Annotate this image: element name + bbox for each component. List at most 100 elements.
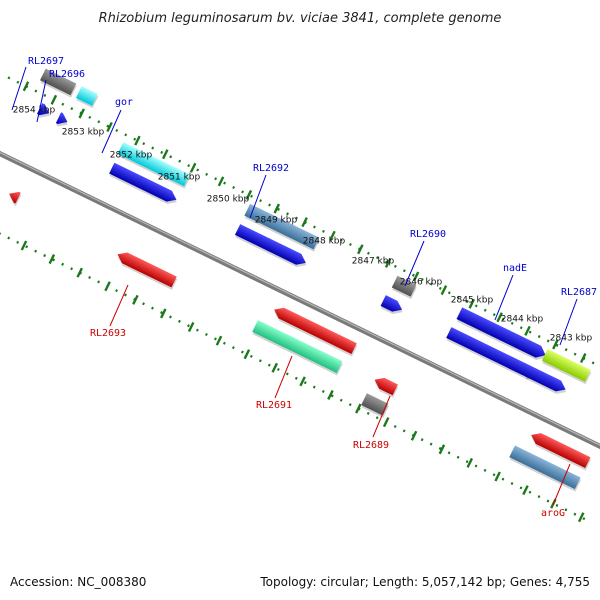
kbp-label: 2845 kbp — [451, 296, 494, 306]
tick-mark — [20, 240, 28, 251]
leader-line — [372, 395, 391, 438]
tick-mark — [162, 149, 169, 160]
leader-line — [494, 274, 514, 321]
tick-mark — [245, 189, 253, 200]
gene-RL2690[interactable] — [391, 275, 417, 297]
gene-RL2690-track[interactable] — [380, 295, 405, 315]
gene-RL2687[interactable] — [541, 348, 591, 382]
tick-mark — [189, 162, 197, 173]
tick-mark — [48, 254, 56, 265]
kbp-label: 2851 kbp — [158, 173, 201, 183]
major-ticks — [20, 81, 587, 523]
gene-RL2693[interactable] — [115, 249, 177, 288]
tick-mark — [382, 417, 390, 428]
tick-mark — [271, 362, 278, 373]
tick-mark — [552, 339, 559, 350]
genome-backbone — [0, 139, 600, 461]
gene-RL2697[interactable] — [40, 68, 77, 96]
tick-mark — [577, 512, 585, 523]
gene-nadE-track[interactable] — [446, 327, 538, 380]
leader-line — [11, 66, 27, 111]
gene-nadE[interactable] — [456, 307, 548, 361]
gene-RL2689[interactable] — [361, 393, 389, 416]
tick-mark — [50, 94, 58, 105]
genome-map: 2854 kbp 2853 kbp 2852 kbp 2851 kbp 2850 kbp… — [0, 68, 600, 524]
tick-mark — [301, 217, 308, 228]
tick-mark — [579, 353, 587, 364]
gene-RL2696[interactable] — [75, 86, 98, 106]
gene-gor-track[interactable] — [109, 162, 179, 205]
label-RL2689[interactable]: RL2689 — [353, 440, 389, 451]
label-RL2696[interactable]: RL2696 — [49, 69, 85, 80]
gene-gor[interactable] — [117, 142, 190, 187]
gene-fragment-a[interactable] — [36, 103, 52, 119]
leader-line — [36, 79, 47, 123]
gene-fragment-b[interactable] — [55, 112, 70, 127]
kbp-label: 2852 kbp — [110, 151, 153, 161]
tick-mark — [412, 271, 420, 282]
tick-mark — [327, 389, 334, 400]
tick-mark — [22, 81, 30, 92]
leader-line — [109, 284, 129, 327]
kbp-label: 2847 kbp — [352, 257, 395, 267]
tick-mark — [104, 281, 111, 292]
tick-mark — [132, 294, 139, 305]
tick-mark — [355, 403, 362, 414]
tick-mark — [496, 312, 503, 323]
tick-mark — [524, 325, 531, 336]
tick-mark — [78, 108, 85, 119]
gene-small-rev[interactable] — [7, 188, 21, 204]
leader-line — [249, 174, 267, 219]
gene-RL2691[interactable] — [272, 304, 357, 355]
kbp-label: 2850 kbp — [207, 195, 250, 205]
topology-text: Topology: circular; Length: 5,057,142 bp… — [259, 575, 590, 589]
label-RL2691[interactable]: RL2691 — [256, 400, 292, 411]
gene-RL2692-box[interactable] — [244, 203, 320, 250]
tick-mark — [468, 298, 476, 309]
label-gor[interactable]: gor — [115, 97, 133, 108]
leader-line — [101, 109, 122, 154]
label-nadE[interactable]: nadE — [503, 263, 527, 274]
tick-mark — [160, 308, 167, 319]
tick-mark — [384, 257, 392, 268]
tick-mark — [440, 285, 448, 296]
kbp-label: 2853 kbp — [62, 128, 105, 138]
gene-aroG-arrow[interactable] — [529, 430, 591, 469]
tick-mark — [329, 230, 336, 241]
tick-mark — [438, 444, 446, 455]
diagram-title: Rhizobium leguminosarum bv. viciae 3841,… — [99, 11, 502, 26]
label-RL2693[interactable]: RL2693 — [90, 328, 126, 339]
gene-RL2691-box[interactable] — [252, 320, 343, 373]
tick-mark — [217, 176, 225, 187]
tick-mark — [357, 244, 364, 255]
leader-line — [552, 463, 571, 506]
gene-RL2687-track[interactable] — [525, 365, 568, 395]
tick-mark — [106, 121, 113, 133]
gene-RL2692-track[interactable] — [234, 224, 309, 268]
gene-aroG[interactable] — [509, 445, 581, 490]
tick-mark — [494, 471, 501, 482]
tick-mark — [299, 376, 306, 387]
tick-mark — [215, 335, 223, 346]
tick-mark — [273, 203, 281, 214]
leader-lines — [11, 66, 578, 506]
label-RL2697[interactable]: RL2697 — [28, 56, 64, 67]
leader-line — [404, 240, 425, 287]
leader-line — [274, 355, 293, 399]
kbp-label: 2844 kbp — [501, 315, 544, 325]
genome-backbone-highlight — [0, 140, 600, 458]
label-RL2690[interactable]: RL2690 — [410, 229, 446, 240]
tick-mark — [522, 485, 529, 496]
label-RL2687[interactable]: RL2687 — [561, 287, 597, 298]
tick-mark — [410, 430, 418, 441]
kbp-label: 2846 kbp — [400, 278, 443, 288]
kbp-label: 2843 kbp — [550, 334, 593, 344]
kbp-label: 2854 kbp — [13, 106, 56, 116]
tick-mark — [76, 267, 83, 278]
leader-line — [559, 298, 578, 346]
tick-mark — [187, 321, 195, 333]
kbp-label: 2849 kbp — [255, 216, 298, 226]
gene-RL2689-arrow[interactable] — [372, 374, 398, 396]
label-aroG[interactable]: aroG — [541, 508, 565, 519]
label-RL2692[interactable]: RL2692 — [253, 163, 289, 174]
